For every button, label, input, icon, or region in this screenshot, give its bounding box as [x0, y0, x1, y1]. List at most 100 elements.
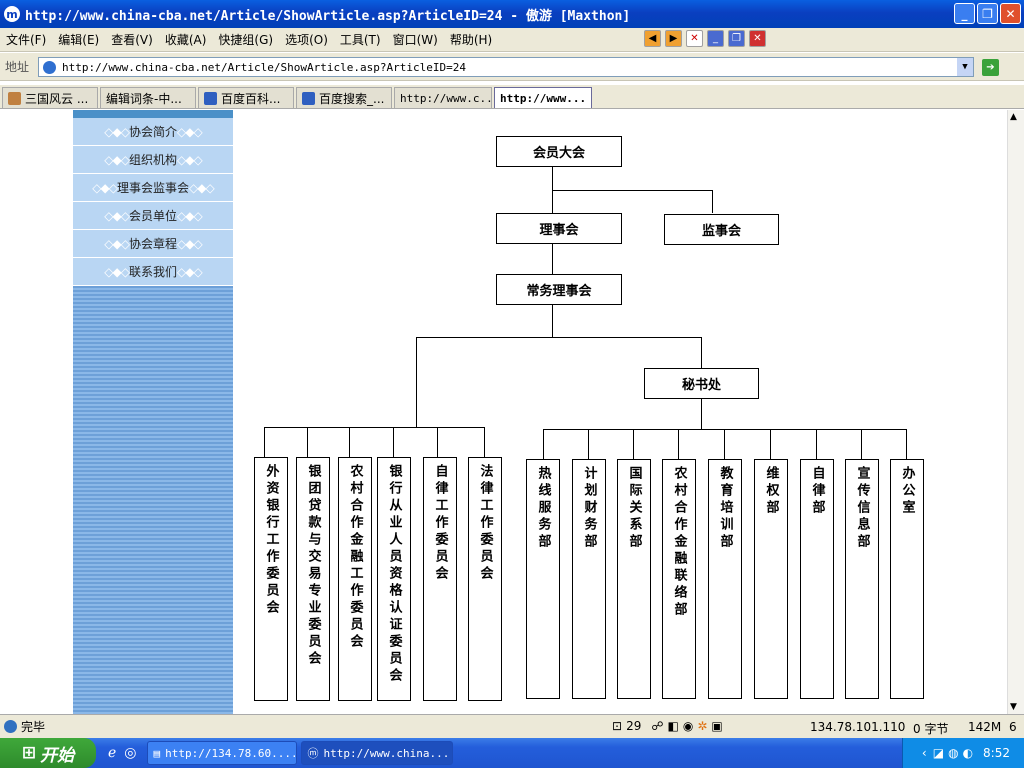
- status-tool-icon[interactable]: ▣: [711, 719, 723, 733]
- ie-icon[interactable]: ℯ: [108, 745, 117, 761]
- close-window-icon[interactable]: ✕: [749, 30, 766, 47]
- sidebar-nav: ◇◆◇协会简介◇◆◇ ◇◆◇组织机构◇◆◇ ◇◆◇理事会监事会◇◆◇ ◇◆◇会员…: [73, 110, 233, 714]
- tray-volume-icon[interactable]: ◍: [948, 746, 959, 760]
- sidebar-item-contact[interactable]: ◇◆◇联系我们◇◆◇: [73, 258, 233, 286]
- menu-window[interactable]: 窗口(W): [392, 33, 438, 47]
- org-connector: [307, 427, 308, 457]
- baidu-paw-icon: [204, 91, 217, 105]
- org-connector: [552, 244, 553, 274]
- menu-file[interactable]: 文件(F): [6, 33, 47, 47]
- status-count: 6: [1009, 720, 1017, 734]
- menu-edit[interactable]: 编辑(E): [58, 33, 100, 47]
- org-connector: [633, 429, 634, 459]
- menu-favorites[interactable]: 收藏(A): [164, 33, 207, 47]
- status-tool-icon[interactable]: ◧: [667, 719, 679, 733]
- menu-view[interactable]: 查看(V): [111, 33, 153, 47]
- tray-network-icon[interactable]: ◪: [932, 746, 945, 760]
- org-secretariat: 秘书处: [644, 368, 759, 399]
- org-connector: [701, 337, 702, 368]
- close-button[interactable]: ✕: [1000, 3, 1021, 24]
- deco-right: ◇◆◇: [177, 152, 203, 167]
- start-button[interactable]: ⊞开始: [0, 738, 96, 768]
- windows-logo-icon: ⊞: [21, 743, 37, 763]
- org-committee: 银团贷款与交易专业委员会: [296, 457, 330, 701]
- popup-blocker-icon[interactable]: ⊡: [612, 719, 623, 733]
- restore-button[interactable]: ❐: [977, 3, 998, 24]
- scroll-down-icon[interactable]: ▼: [1010, 702, 1017, 712]
- start-label: 开始: [40, 745, 75, 766]
- tab-label: 百度百科...: [221, 91, 281, 106]
- sidebar-item-label: 联系我们: [128, 265, 177, 279]
- org-connector: [678, 429, 679, 459]
- org-connector: [349, 427, 350, 457]
- quick-launch: ℯ ◎: [108, 745, 137, 761]
- close-tab-icon[interactable]: ✕: [686, 30, 703, 47]
- org-connector: [724, 429, 725, 459]
- deco-left: ◇◆◇: [104, 236, 130, 251]
- title-bar: m http://www.china-cba.net/Article/ShowA…: [0, 0, 1024, 28]
- org-connector: [552, 190, 713, 191]
- window-icon: ▤: [153, 746, 161, 760]
- maxthon-logo-icon: m: [4, 6, 20, 22]
- status-bar: 完毕 ⊡ 29 ☍ ◧ ◉ ✲ ▣ 134.78.101.110 0 字节 14…: [0, 714, 1024, 738]
- org-connector: [437, 427, 438, 457]
- address-dropdown-icon[interactable]: ▼: [957, 58, 973, 76]
- tab-label: 编辑词条-中...: [106, 91, 182, 106]
- sidebar-header: [73, 110, 233, 118]
- org-connector: [816, 429, 817, 459]
- org-connector: [393, 427, 394, 457]
- minimize-tab-icon[interactable]: _: [707, 30, 724, 47]
- status-text: 完毕: [21, 720, 46, 734]
- status-gear-icon[interactable]: ✲: [697, 719, 708, 733]
- sidebar-item-intro[interactable]: ◇◆◇协会简介◇◆◇: [73, 118, 233, 146]
- org-department: 农村合作金融联络部: [662, 459, 696, 699]
- deco-left: ◇◆◇: [104, 152, 130, 167]
- scroll-up-icon[interactable]: ▲: [1010, 112, 1017, 122]
- menu-options[interactable]: 选项(O): [285, 33, 328, 47]
- tab-1[interactable]: 三国风云 ...: [2, 87, 98, 108]
- taskbar-window-label: http://134.78.60....: [165, 746, 298, 760]
- menu-groups[interactable]: 快捷组(G): [218, 33, 274, 47]
- org-department: 计划财务部: [572, 459, 606, 699]
- maxthon-icon: ⓜ: [307, 747, 319, 760]
- status-memory: 142M: [968, 720, 1002, 734]
- status-tool-icon[interactable]: ☍: [651, 719, 664, 733]
- tab-4[interactable]: 百度搜索_...: [296, 87, 392, 108]
- tab-6-active[interactable]: http://www...: [494, 87, 592, 108]
- sidebar-item-label: 协会章程: [128, 237, 177, 251]
- menu-tools[interactable]: 工具(T): [339, 33, 381, 47]
- sidebar-item-organization[interactable]: ◇◆◇组织机构◇◆◇: [73, 146, 233, 174]
- status-ip: 134.78.101.110: [810, 720, 906, 734]
- org-department: 热线服务部: [526, 459, 560, 699]
- minimize-button[interactable]: _: [954, 3, 975, 24]
- org-committee: 自律工作委员会: [423, 457, 457, 701]
- tray-app-icon[interactable]: ◐: [962, 746, 974, 760]
- go-icon[interactable]: ➔: [982, 59, 999, 76]
- address-url[interactable]: http://www.china-cba.net/Article/ShowArt…: [62, 60, 466, 74]
- taskbar-window-1[interactable]: ▤ http://134.78.60....: [146, 741, 298, 765]
- menu-help[interactable]: 帮助(H): [449, 33, 493, 47]
- address-input[interactable]: http://www.china-cba.net/Article/ShowArt…: [38, 57, 974, 77]
- org-committee: 银行从业人员资格认证委员会: [377, 457, 411, 701]
- sidebar-item-councils[interactable]: ◇◆◇理事会监事会◇◆◇: [73, 174, 233, 202]
- tab-2[interactable]: 编辑词条-中...: [100, 87, 196, 108]
- org-committee: 农村合作金融工作委员会: [338, 457, 372, 701]
- tab-label: http://www...: [500, 91, 587, 105]
- page-icon: [43, 60, 56, 74]
- sidebar-item-members[interactable]: ◇◆◇会员单位◇◆◇: [73, 202, 233, 230]
- quick-launch-icon[interactable]: ◎: [124, 745, 137, 761]
- sidebar-item-charter[interactable]: ◇◆◇协会章程◇◆◇: [73, 230, 233, 258]
- page-viewport: ◇◆◇协会简介◇◆◇ ◇◆◇组织机构◇◆◇ ◇◆◇理事会监事会◇◆◇ ◇◆◇会员…: [0, 110, 1007, 714]
- address-bar: 地址 http://www.china-cba.net/Article/Show…: [0, 53, 1024, 81]
- tab-3[interactable]: 百度百科...: [198, 87, 294, 108]
- restore-tab-icon[interactable]: ❐: [728, 30, 745, 47]
- tray-expand-icon[interactable]: ‹: [921, 746, 927, 760]
- status-tool-icon[interactable]: ◉: [682, 719, 694, 733]
- status-tools: ⊡ 29 ☍ ◧ ◉ ✲ ▣: [612, 719, 723, 733]
- org-connector: [484, 427, 485, 457]
- back-icon[interactable]: ◀: [644, 30, 661, 47]
- vertical-scrollbar[interactable]: ▲ ▼: [1007, 110, 1024, 714]
- forward-icon[interactable]: ▶: [665, 30, 682, 47]
- tab-5[interactable]: http://www.c...: [394, 87, 492, 108]
